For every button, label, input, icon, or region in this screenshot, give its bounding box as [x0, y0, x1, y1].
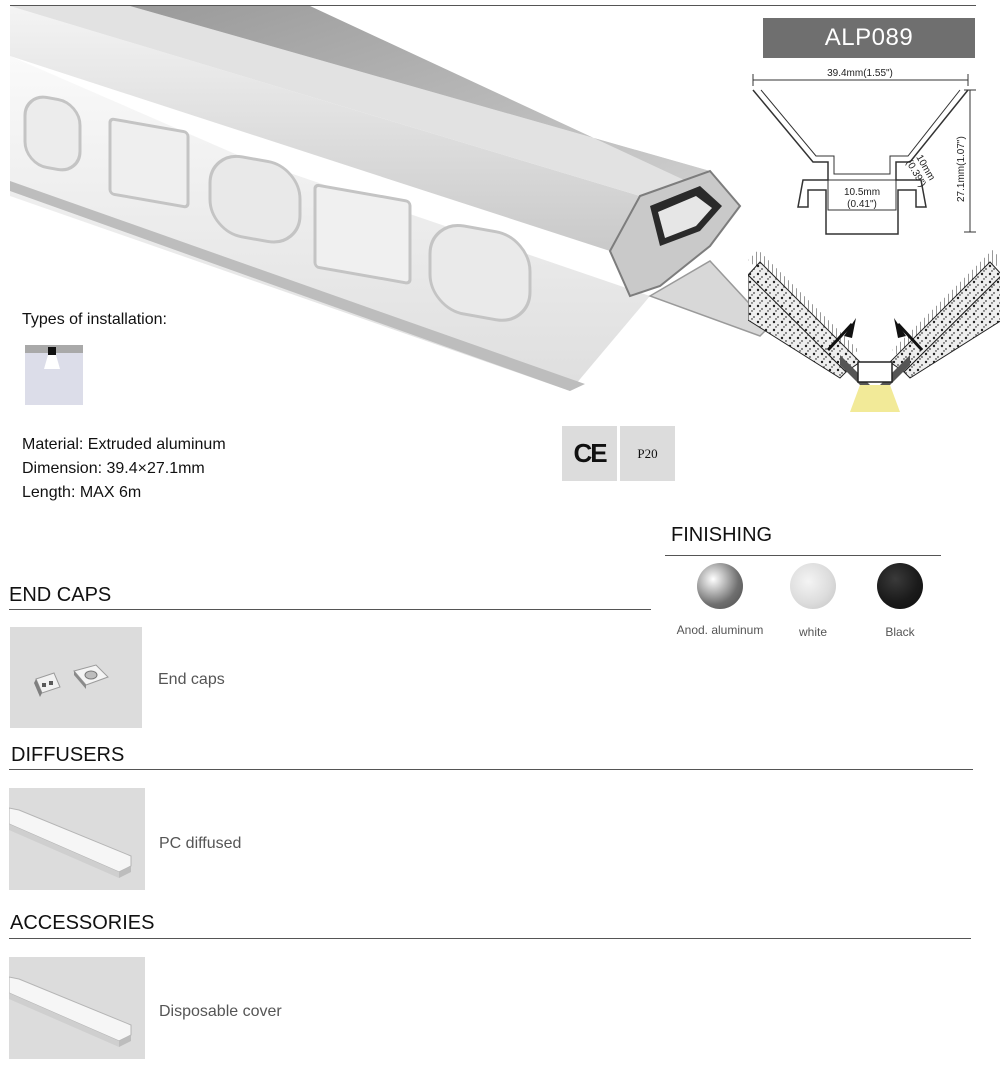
accessories-rule: [9, 938, 971, 939]
finishing-title: FINISHING: [671, 524, 773, 546]
finish-white: white: [775, 563, 851, 639]
end-caps-label: End caps: [158, 671, 225, 688]
finish-swatch-aluminum: [697, 563, 743, 609]
top-rule: [10, 5, 976, 6]
width-label: 39.4mm(1.55"): [827, 68, 893, 79]
ce-mark: CE: [562, 426, 617, 481]
product-image: [10, 6, 770, 426]
spec-material: Material: Extruded aluminum: [22, 436, 226, 453]
end-caps-rule: [9, 609, 651, 610]
model-badge: ALP089: [763, 18, 975, 58]
finish-black: Black: [862, 563, 938, 639]
end-caps-thumbnail: [10, 627, 142, 728]
finish-anodized-aluminum: Anod. aluminum: [668, 563, 772, 637]
spec-dimension: Dimension: 39.4×27.1mm: [22, 460, 205, 477]
finish-label-black: Black: [885, 625, 915, 639]
inner-width-imperial: (0.41"): [847, 199, 877, 210]
installation-label: Types of installation:: [22, 311, 167, 328]
accessory-label: Disposable cover: [159, 1003, 282, 1020]
spec-length: Length: MAX 6m: [22, 484, 142, 501]
finish-label-aluminum: Anod. aluminum: [676, 623, 764, 637]
dimension-drawing: 39.4mm(1.55") 27.1mm(1.07") 10.5mm (0.41…: [748, 62, 978, 237]
diffuser-thumbnail: [9, 788, 145, 890]
installation-drawing: [747, 240, 1000, 415]
inner-width-label: 10.5mm: [844, 187, 880, 198]
accessories-title: ACCESSORIES: [10, 912, 155, 934]
specifications: Material: Extruded aluminum Dimension: 3…: [22, 433, 226, 505]
finishing-rule: [665, 555, 941, 556]
diffusers-title: DIFFUSERS: [11, 744, 125, 766]
accessory-thumbnail: [9, 957, 145, 1059]
finish-swatch-white: [790, 563, 836, 609]
installation-type-icon: [25, 345, 83, 405]
ip-rating-badge: P20: [620, 426, 675, 481]
finish-label-white: white: [798, 625, 827, 639]
height-label: 27.1mm(1.07"): [956, 136, 967, 202]
diffuser-label: PC diffused: [159, 835, 242, 852]
end-caps-title: END CAPS: [9, 584, 112, 606]
finish-swatch-black: [877, 563, 923, 609]
diffusers-rule: [9, 769, 973, 770]
